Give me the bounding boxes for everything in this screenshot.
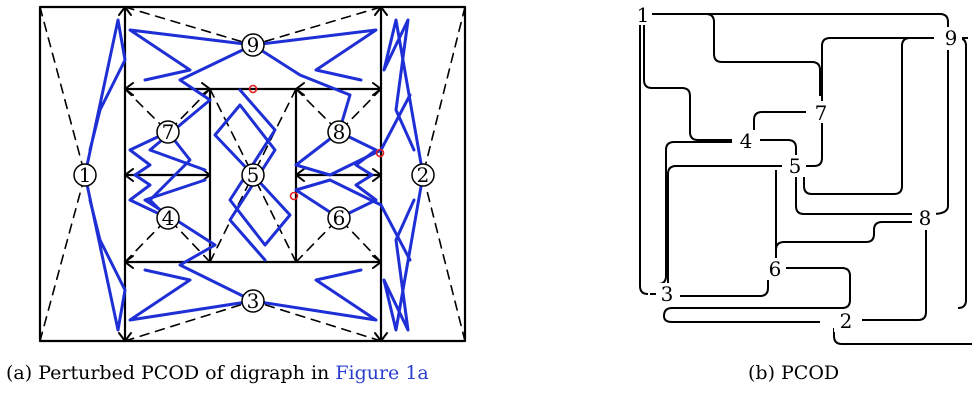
svg-text:1: 1: [79, 163, 92, 187]
edge-7-4: [148, 130, 192, 220]
svg-text:3: 3: [247, 289, 260, 313]
pcod-edge-8-right: [931, 50, 949, 215]
node-7: 7: [156, 120, 180, 144]
svg-text:4: 4: [740, 129, 753, 153]
edge-8-right: [294, 93, 412, 177]
node-3: 3: [241, 289, 265, 313]
panel-a-edges: [83, 18, 425, 332]
svg-text:5: 5: [247, 163, 260, 187]
edge-9-right: [251, 28, 378, 82]
caption-a: (a) Perturbed PCOD of digraph in Figure …: [6, 362, 429, 384]
svg-text:4: 4: [162, 206, 175, 230]
pcod-edge-2-right: [833, 328, 972, 345]
edge-5-3: [143, 178, 255, 303]
crossing-marker: [248, 84, 258, 94]
node-4: 4: [156, 206, 180, 230]
edge-6-right: [294, 178, 412, 262]
pcod-node-7: 7: [810, 101, 832, 125]
svg-text:9: 9: [247, 33, 260, 57]
pcod-edge-7-4: [753, 111, 806, 132]
svg-text:8: 8: [333, 120, 346, 144]
node-9: 9: [241, 33, 265, 57]
crossing-marker: [375, 148, 385, 158]
pcod-node-4: 4: [734, 129, 758, 153]
panel-b-nodes: 1 9 7 4 5 8 6 3 2: [634, 3, 962, 333]
edge-7-loop: [128, 130, 170, 177]
caption-b: (b) PCOD: [748, 362, 840, 384]
edge-6-loop: [337, 173, 378, 220]
svg-text:9: 9: [945, 26, 958, 50]
edge-9-8: [251, 43, 352, 134]
pcod-node-9: 9: [940, 26, 962, 50]
pcod-edge-5-3: [650, 165, 782, 295]
caption-a-text: (a) Perturbed PCOD of digraph in: [6, 362, 336, 384]
node-6: 6: [327, 206, 351, 230]
edge-1-top: [83, 18, 127, 177]
svg-text:7: 7: [162, 120, 175, 144]
node-5: 5: [241, 163, 265, 187]
edge-9-left: [128, 28, 255, 82]
panel-a-frame: [38, 5, 467, 343]
pcod-edge-6-3: [680, 276, 769, 297]
pcod-edge-1-4: [643, 14, 732, 141]
svg-text:6: 6: [333, 206, 346, 230]
pcod-edge-1-7: [705, 13, 821, 96]
figure-1a-link[interactable]: Figure 1a: [335, 362, 429, 384]
svg-text:2: 2: [417, 163, 430, 187]
panel-a-crossing-markers: [248, 84, 385, 201]
panel-a: 1 2 3 4 5 6 7 8 9: [38, 5, 467, 343]
edge-1-bottom: [83, 173, 127, 332]
edge-9-5: [148, 43, 255, 172]
svg-text:3: 3: [661, 282, 674, 306]
crossing-marker: [289, 191, 299, 201]
svg-text:1: 1: [637, 3, 650, 27]
node-2: 2: [411, 163, 435, 187]
pcod-edge-1-3: [639, 14, 649, 295]
pcod-node-3: 3: [656, 282, 678, 306]
edge-5-center-a: [213, 103, 277, 262]
node-1: 1: [73, 163, 97, 187]
pcod-node-6: 6: [764, 257, 786, 281]
pcod-node-2: 2: [834, 309, 858, 333]
pcod-edge-8-6: [775, 221, 912, 258]
edge-2-bottom: [382, 173, 425, 332]
pcod-edge-4-3: [657, 141, 732, 285]
edge-3-right: [251, 268, 378, 322]
edge-3-left: [128, 268, 255, 322]
svg-text:5: 5: [789, 154, 802, 178]
edge-5-center-b: [228, 88, 292, 247]
pcod-edge-9-5b: [803, 37, 911, 195]
pcod-edge-6-2: [663, 267, 851, 323]
node-8: 8: [327, 120, 351, 144]
edge-2-top: [382, 18, 425, 177]
pcod-node-1: 1: [634, 3, 652, 27]
svg-text:6: 6: [769, 257, 782, 281]
pcod-node-8: 8: [914, 206, 936, 230]
pcod-edge-9-8: [957, 37, 967, 309]
panel-b: 1 9 7 4 5 8 6 3 2: [634, 3, 972, 345]
pcod-edge-8-2: [862, 230, 927, 321]
pcod-edge-5-8: [795, 176, 912, 215]
pcod-edge-4-5: [760, 139, 797, 156]
pcod-node-5: 5: [784, 154, 806, 178]
edge-4-loop: [128, 173, 170, 220]
svg-text:2: 2: [840, 309, 853, 333]
svg-text:8: 8: [919, 206, 932, 230]
pcod-edge-1-9: [652, 13, 949, 32]
panel-a-nodes: 1 2 3 4 5 6 7 8 9: [73, 33, 435, 313]
svg-text:7: 7: [815, 101, 828, 125]
